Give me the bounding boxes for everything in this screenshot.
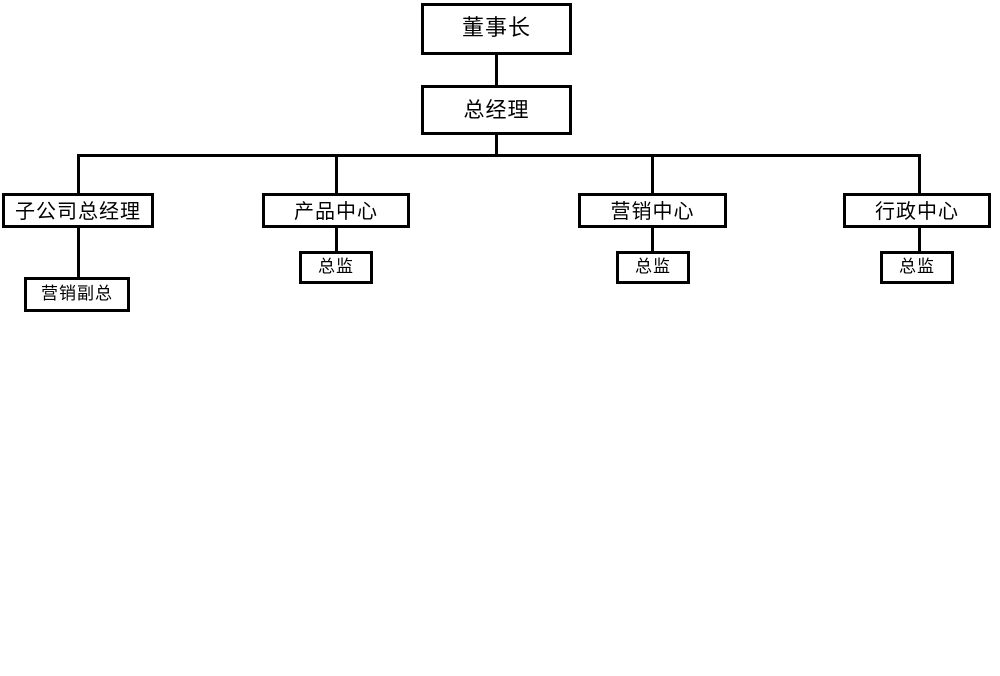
- connector-admin-center-to-director: [918, 228, 921, 253]
- connector-bus-to-subsidiary-gm: [77, 154, 80, 194]
- connector-subsidiary-gm-to-marketing-vp: [77, 228, 80, 279]
- node-product-director[interactable]: 总监: [299, 251, 373, 284]
- node-chairman-label: 董事长: [461, 16, 531, 41]
- node-admin-center[interactable]: 行政中心: [843, 193, 991, 228]
- node-product-director-label: 总监: [318, 257, 354, 277]
- node-chairman[interactable]: 董事长: [421, 3, 572, 55]
- node-product-center[interactable]: 产品中心: [262, 193, 410, 228]
- node-subsidiary-gm[interactable]: 子公司总经理: [2, 193, 154, 228]
- node-marketing-director-label: 总监: [635, 257, 671, 277]
- node-admin-director[interactable]: 总监: [880, 251, 954, 284]
- node-admin-center-label: 行政中心: [875, 198, 959, 223]
- node-marketing-director[interactable]: 总监: [616, 251, 690, 284]
- node-general-manager-label: 总经理: [463, 97, 530, 122]
- connector-marketing-center-to-director: [651, 228, 654, 253]
- connector-bus-to-product-center: [335, 154, 338, 194]
- connector-general-manager-drop: [495, 135, 498, 156]
- node-marketing-vp[interactable]: 营销副总: [24, 277, 130, 312]
- node-subsidiary-gm-label: 子公司总经理: [15, 198, 141, 223]
- node-general-manager[interactable]: 总经理: [421, 85, 572, 135]
- node-product-center-label: 产品中心: [294, 198, 378, 223]
- connector-bus-to-admin-center: [918, 154, 921, 194]
- node-marketing-vp-label: 营销副总: [41, 284, 113, 304]
- connector-bus-to-marketing-center: [651, 154, 654, 194]
- node-marketing-center-label: 营销中心: [610, 198, 695, 223]
- node-admin-director-label: 总监: [899, 257, 935, 277]
- node-marketing-center[interactable]: 营销中心: [578, 193, 727, 228]
- connector-product-center-to-director: [335, 228, 338, 253]
- connector-horizontal-bus: [77, 154, 921, 157]
- connector-chairman-to-general-manager: [495, 55, 498, 86]
